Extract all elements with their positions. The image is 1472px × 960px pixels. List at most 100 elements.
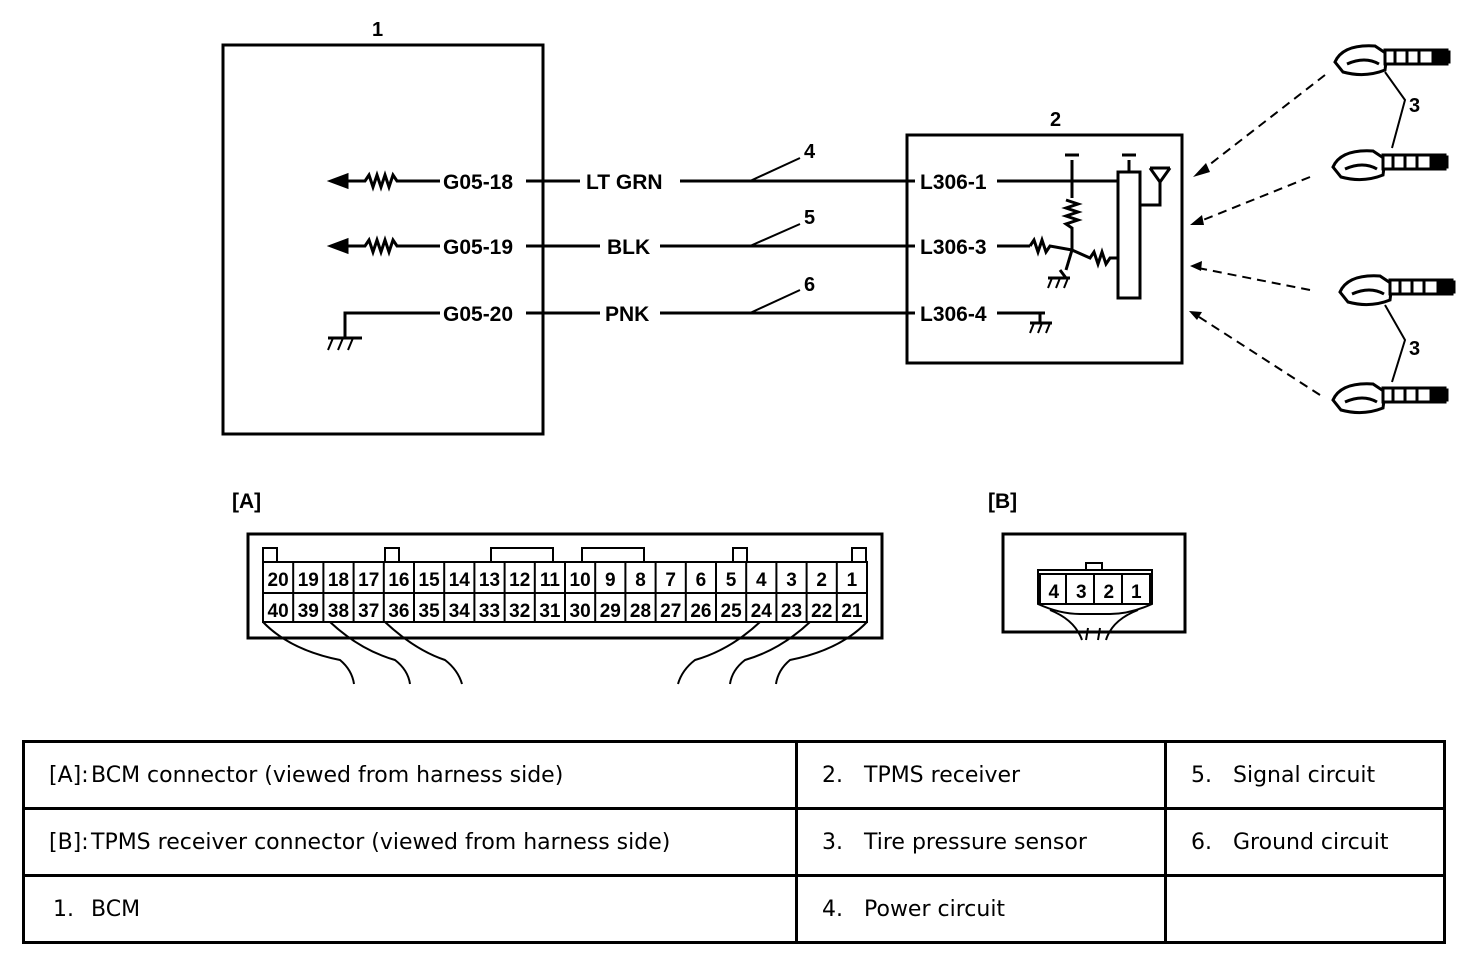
legend-key: 2. [822,762,843,788]
connector-b-pin-2: 2 [1103,582,1114,603]
connector-a-pin-20: 20 [268,570,289,591]
connector-a-pin-22: 22 [811,601,832,622]
receiver-box [905,133,1184,365]
connector-a-pin-33: 33 [479,601,500,622]
connector-a-pin-1: 1 [847,570,858,591]
legend-text: Tire pressure sensor [864,829,1087,855]
connector-a-pin-13: 13 [479,570,500,591]
bcm-terminal-18: G05-18 [443,171,513,194]
connector-a-pin-7: 7 [665,570,676,591]
connector-a-pin-37: 37 [358,601,379,622]
connector-a-pin-11: 11 [540,570,561,591]
power-circuit-callout: 4 [804,141,816,163]
legend-text: TPMS receiver [864,762,1021,788]
legend-cell: [A]:BCM connector (viewed from harness s… [22,740,798,810]
connector-a-pin-29: 29 [600,601,621,622]
connector-a-pin-12: 12 [509,570,530,591]
connector-a-pin-16: 16 [388,570,409,591]
connector-a-pin-32: 32 [509,601,530,622]
connector-b-label: [B] [988,490,1017,513]
bcm-ground-symbol [327,311,440,351]
connector-a-pin-31: 31 [539,601,561,622]
tire-pressure-sensor-icons [1331,44,1456,415]
connector-a-pin-36: 36 [388,601,409,622]
connector-a-pin-38: 38 [328,601,349,622]
receiver-terminal-1: L306-1 [920,171,987,194]
connector-b-pin-1: 1 [1131,582,1142,603]
wire-color-signal: BLK [607,236,650,259]
connector-a-pin-26: 26 [690,601,711,622]
connector-a-pin-40: 40 [268,601,289,622]
connector-a-pin-9: 9 [605,570,616,591]
legend-key: 5. [1191,762,1212,788]
connector-a-pin-4: 4 [756,570,767,591]
connector-b-pin-4: 4 [1048,582,1059,603]
wire-color-ground: PNK [605,303,649,326]
legend-key: 6. [1191,829,1212,855]
legend-cell: 4. Power circuit [795,874,1167,944]
connector-a-pin-3: 3 [786,570,797,591]
wire-signal [526,223,1030,248]
signal-circuit-callout: 5 [804,207,815,229]
connector-b-pin-3: 3 [1076,582,1087,603]
connector-a-pin-2: 2 [816,570,827,591]
receiver-terminal-4: L306-4 [920,303,987,326]
wire-power [526,157,1118,183]
bcm-internal-resistor-2 [326,235,440,257]
receiver-terminal-3: L306-3 [920,236,987,259]
bcm-callout: 1 [372,19,383,41]
legend-text: TPMS receiver connector (viewed from har… [91,829,671,855]
legend-text: Ground circuit [1233,829,1389,855]
legend-cell [1164,874,1446,944]
connector-b [1001,532,1187,641]
rf-signal-arrows [1195,74,1326,396]
legend-row: [A]:BCM connector (viewed from harness s… [22,740,1446,810]
wire-ground [526,289,1035,315]
connector-a-pin-10: 10 [570,570,591,591]
legend-text: BCM connector (viewed from harness side) [91,762,564,788]
bcm-terminal-20: G05-20 [443,303,513,326]
connector-a-pin-6: 6 [696,570,707,591]
legend-row: [B]:TPMS receiver connector (viewed from… [22,807,1446,877]
connector-a-pin-30: 30 [570,601,591,622]
sensor-callout-upper: 3 [1409,95,1420,117]
connector-a-pin-19: 19 [298,570,319,591]
connector-a-pin-17: 17 [358,570,379,591]
connector-a-pin-18: 18 [328,570,349,591]
connector-a-pin-5: 5 [726,570,737,591]
legend-key: 4. [822,896,843,922]
legend-key: 3. [822,829,843,855]
legend-cell: 3. Tire pressure sensor [795,807,1167,877]
connector-a-pin-34: 34 [449,601,471,622]
connector-a-pin-8: 8 [635,570,646,591]
connector-a-pin-21: 21 [841,601,863,622]
bcm-terminal-19: G05-19 [443,236,513,259]
receiver-callout: 2 [1050,109,1061,131]
connector-a [246,532,884,685]
connector-a-pin-27: 27 [660,601,681,622]
bcm-internal-resistor-1 [326,170,440,192]
legend-table: [A]:BCM connector (viewed from harness s… [22,740,1446,944]
connector-a-pin-25: 25 [721,601,743,622]
legend-cell: [B]:TPMS receiver connector (viewed from… [22,807,798,877]
sensor-callout-lower: 3 [1409,338,1420,360]
legend-key: [A]: [49,762,89,788]
connector-a-pin-23: 23 [781,601,802,622]
connector-a-pin-24: 24 [751,601,773,622]
legend-text: Power circuit [864,896,1006,922]
connector-a-pin-35: 35 [419,601,441,622]
legend-text: Signal circuit [1233,762,1376,788]
connector-a-pin-39: 39 [298,601,319,622]
legend-key: [B]: [49,829,89,855]
wire-color-power: LT GRN [586,171,663,194]
connector-a-pin-15: 15 [419,570,441,591]
legend-cell: 5. Signal circuit [1164,740,1446,810]
legend-key: 1. [53,896,74,922]
legend-cell: 1.BCM [22,874,798,944]
bcm-box [221,43,545,436]
receiver-module [1028,153,1172,334]
